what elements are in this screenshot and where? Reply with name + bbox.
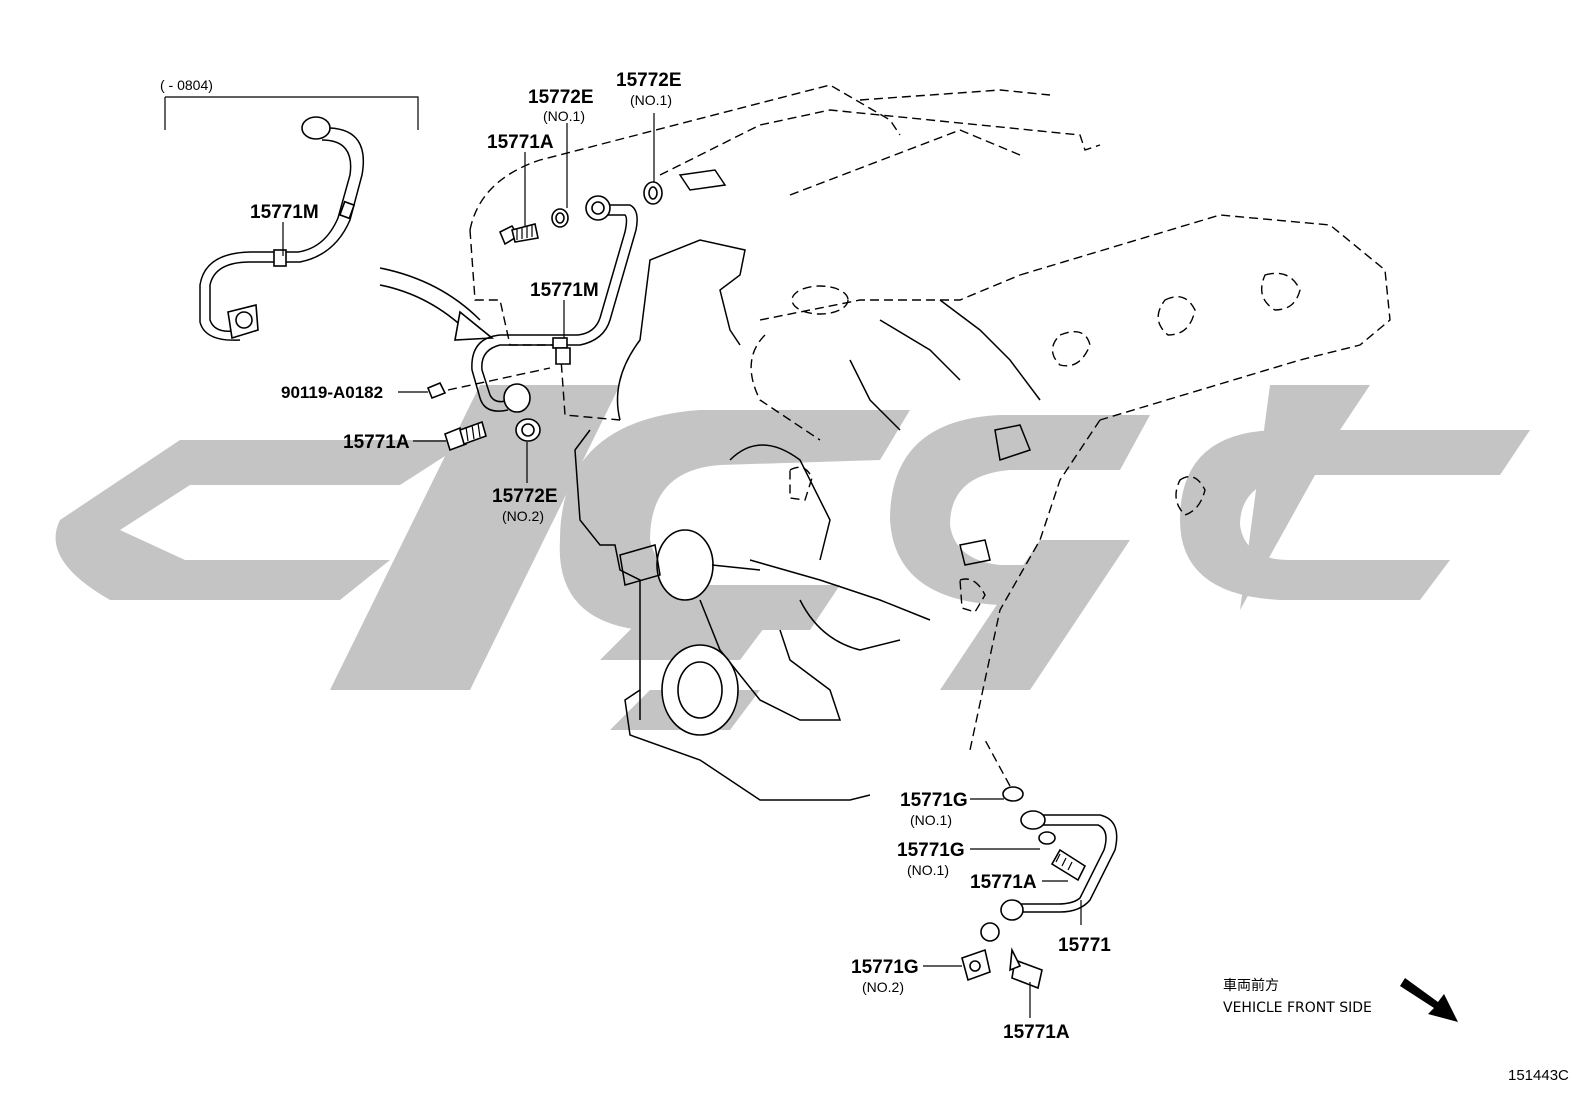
callout-c9: 15771G (NO.1)	[900, 790, 968, 828]
part-number-label: 15771M	[250, 202, 319, 223]
part-number-label: 15771G	[851, 957, 919, 978]
part-number-label: 15771G	[897, 840, 965, 861]
direction-note-en: VEHICLE FRONT SIDE	[1223, 1000, 1372, 1016]
callout-c8: 15772E (NO.2)	[492, 486, 558, 524]
date-range-bracket: ( - 0804)	[160, 77, 419, 130]
part-suffix-label: (NO.1)	[630, 92, 672, 108]
part-number-label: 15772E	[528, 87, 594, 108]
part-number-label: 15771M	[530, 280, 599, 301]
direction-note-jp: 車両前方	[1223, 977, 1279, 994]
pipe-15771m-installed	[471, 195, 638, 413]
part-number-label: 15771A	[1003, 1022, 1070, 1043]
part-suffix-label: (NO.1)	[910, 812, 952, 828]
part-number-label: 15771A	[487, 132, 554, 153]
part-number-label: 15771A	[970, 872, 1037, 893]
callout-c6: 90119-A0182	[281, 383, 383, 402]
inset-pipe-15771m	[199, 116, 364, 341]
pipe-15771-lower	[961, 739, 1118, 990]
callout-c13: 15771G (NO.2)	[851, 957, 919, 995]
part-number-label: 15771	[1058, 935, 1111, 956]
callout-c2: 15772E (NO.1)	[528, 87, 594, 124]
watermark-shape-3	[559, 410, 910, 630]
callout-c7: 15771A	[343, 432, 410, 453]
hardware-upper	[426, 181, 663, 452]
callout-c12: 15771	[1058, 935, 1111, 956]
figure-number: 151443C	[1508, 1067, 1569, 1084]
part-number-label: 15772E	[492, 486, 558, 507]
watermark-shape-6	[940, 540, 1130, 690]
callout-c1: 15771M	[250, 202, 319, 223]
callout-c4: 15771A	[487, 132, 554, 153]
watermark-shape-1	[55, 440, 471, 600]
part-suffix-label: (NO.1)	[543, 108, 585, 124]
date-range-note: ( - 0804)	[160, 77, 213, 93]
part-number-label: 15772E	[616, 70, 682, 91]
leader-lines	[282, 113, 1082, 1018]
part-number-label: 15771G	[900, 790, 968, 811]
front-direction-arrow-icon	[1400, 978, 1458, 1022]
part-number-label: 90119-A0182	[281, 383, 383, 402]
callout-c14: 15771A	[1003, 1022, 1070, 1043]
watermark-shape-5	[890, 415, 1150, 605]
part-suffix-label: (NO.2)	[862, 979, 904, 995]
watermark-shape-7	[1180, 385, 1530, 610]
callout-c3: 15772E (NO.1)	[616, 70, 682, 108]
watermark-logo	[55, 385, 1530, 730]
watermark-shape-2	[330, 385, 620, 690]
callout-c10: 15771G (NO.1)	[897, 840, 965, 878]
part-suffix-label: (NO.2)	[502, 508, 544, 524]
callout-c5: 15771M	[530, 280, 599, 301]
part-suffix-label: (NO.1)	[907, 862, 949, 878]
callout-c11: 15771A	[970, 872, 1037, 893]
part-number-label: 15771A	[343, 432, 410, 453]
curved-arrow	[379, 267, 495, 341]
